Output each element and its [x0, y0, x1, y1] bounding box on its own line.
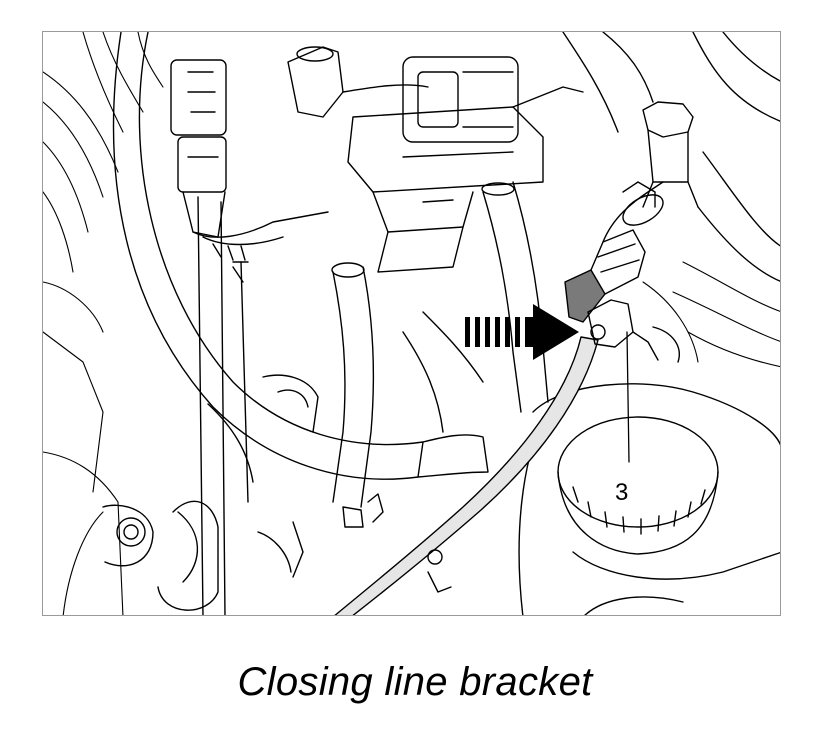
large-hose: [112, 32, 489, 483]
illustration-frame: 3: [42, 31, 781, 616]
line-bracket: [564, 181, 680, 363]
closing-line: [334, 336, 599, 615]
top-right-fittings: [562, 32, 780, 282]
engine-bay-line-drawing: 3: [43, 32, 780, 615]
small-clips: [257, 493, 452, 593]
harness-connector: [170, 59, 329, 261]
middle-hose: [262, 262, 375, 508]
vertical-rails: [197, 196, 249, 615]
background-contours: [43, 32, 164, 615]
upper-right-hose: [402, 181, 549, 433]
bolt-and-hose: [102, 500, 219, 611]
striped-right-arrow-icon: [465, 304, 579, 360]
callout-label: 3: [615, 479, 628, 506]
callout-3: 3: [615, 331, 630, 506]
center-module: [287, 46, 584, 273]
right-side-curves: [642, 261, 780, 368]
figure-caption: Closing line bracket: [237, 660, 593, 704]
